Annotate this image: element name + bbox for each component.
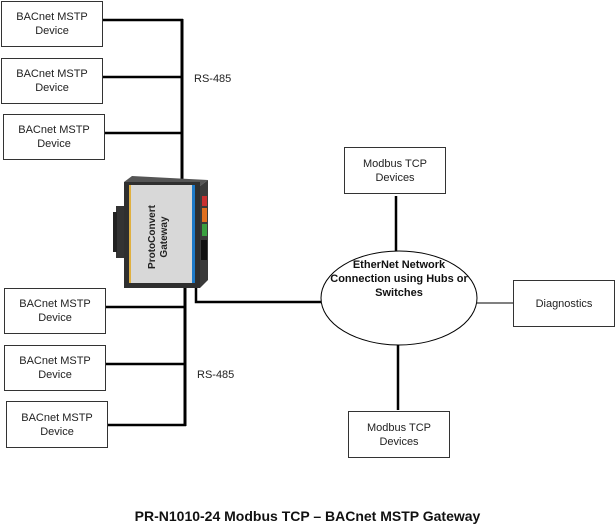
diagram-title: PR-N1010-24 Modbus TCP – BACnet MSTP Gat… — [134, 508, 481, 524]
bacnet-device-1: BACnet MSTP Device — [1, 1, 103, 47]
ethernet-wire — [194, 260, 322, 304]
modbus-tcp-devices-bottom: Modbus TCP Devices — [348, 411, 450, 458]
bacnet-device-6: BACnet MSTP Device — [6, 401, 108, 448]
rs485-label-bottom: RS-485 — [197, 369, 235, 381]
bacnet-device-5: BACnet MSTP Device — [4, 345, 106, 391]
gateway-device-icon — [113, 176, 208, 288]
bacnet-device-3: BACnet MSTP Device — [3, 114, 105, 160]
rs485-label-top: RS-485 — [194, 73, 232, 85]
gateway-label: ProtoConvert Gateway — [147, 205, 170, 269]
bacnet-device-2: BACnet MSTP Device — [1, 58, 103, 104]
diagnostics-box: Diagnostics — [513, 280, 615, 327]
bacnet-device-4: BACnet MSTP Device — [4, 288, 106, 334]
modbus-tcp-devices-top: Modbus TCP Devices — [344, 147, 446, 194]
ethernet-network-label: EtherNet Network Connection using Hubs o… — [330, 259, 468, 299]
